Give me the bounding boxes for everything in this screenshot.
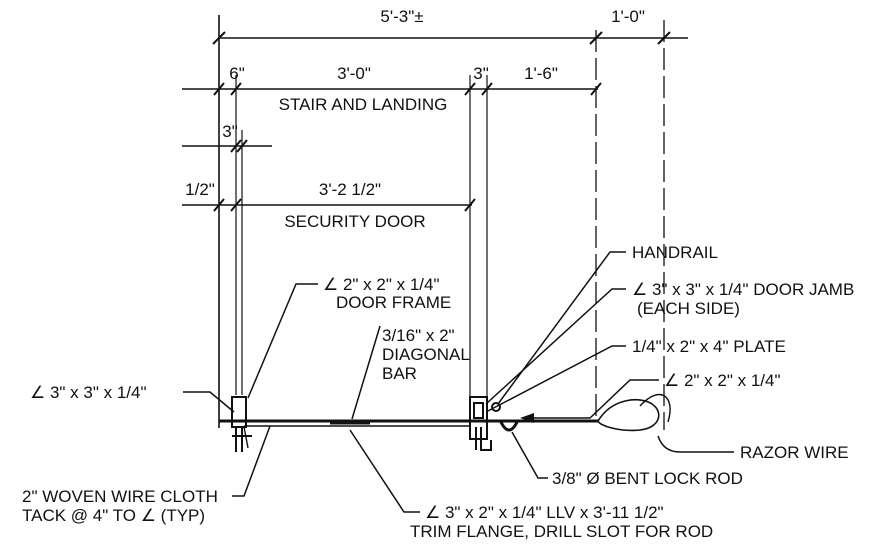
diag-bar-leader	[351, 325, 381, 420]
extension-lines	[218, 15, 665, 430]
plate-leader	[485, 345, 626, 413]
razor-wire-label: RAZOR WIRE	[740, 443, 849, 462]
right-offset-label: 1'-0"	[611, 7, 645, 26]
right-jamb-section	[469, 396, 488, 440]
razor-wire-leader	[657, 435, 734, 453]
tick	[230, 139, 242, 153]
bottom-angle-label-2: TRIM FLANGE, DRILL SLOT FOR ROD	[410, 522, 713, 541]
tick	[464, 82, 476, 96]
leader-lines	[183, 251, 734, 513]
handrail-label: HANDRAIL	[632, 243, 718, 262]
tick	[590, 82, 602, 96]
lock-rod-leader	[511, 431, 548, 479]
overall-width-label: 5'-3"±	[380, 7, 423, 26]
jamb-plate	[473, 402, 484, 419]
diag-bar-size-label: 3/16" x 2"	[382, 326, 455, 345]
tick	[589, 31, 603, 45]
left-angle-section	[231, 396, 247, 428]
left-angle-label: ∠ 3" x 3" x 1/4"	[30, 383, 147, 402]
razor-wire-coil	[597, 398, 660, 432]
tick	[230, 82, 242, 96]
door-caption: SECURITY DOOR	[284, 212, 425, 231]
frame-depth-dimension: 3"	[182, 122, 272, 153]
tick	[212, 31, 226, 45]
razor-wire-loop	[639, 393, 671, 423]
bottom-angle-label-1: ∠ 3" x 2" x 1/4" LLV x 3'-11 1/2"	[425, 503, 664, 522]
right-angle-arrow	[520, 413, 534, 423]
wire-cloth-label-2: TACK @ 4" TO ∠ (TYP)	[22, 506, 205, 525]
lock-rod-label: 3/8" Ø BENT LOCK ROD	[552, 469, 743, 488]
door-jamb-label: ∠ 3" x 3" x 1/4" DOOR JAMB	[632, 280, 854, 299]
tick	[464, 198, 476, 212]
callout-labels: ∠ 2" x 2" x 1/4" DOOR FRAME 3/16" x 2" D…	[22, 243, 854, 541]
tick	[657, 31, 671, 45]
wire-cloth-leader	[232, 425, 271, 497]
tick	[213, 198, 225, 212]
door-frame-leader	[247, 283, 318, 399]
left-frame-edge	[243, 426, 249, 449]
door-frame-name-label: DOOR FRAME	[336, 293, 451, 312]
handrail-leader	[497, 251, 626, 405]
tick	[213, 82, 225, 96]
right-angle-leader	[530, 379, 659, 419]
left-frame-section	[232, 427, 252, 452]
tick	[230, 198, 242, 212]
door-dimension: 1/2" 3'-2 1/2" SECURITY DOOR	[182, 180, 476, 231]
left-angle-leader	[183, 391, 235, 413]
overall-dimension: 5'-3"± 1'-0"	[212, 7, 688, 45]
stair-left-label: 6"	[229, 64, 245, 83]
door-jamb-note: (EACH SIDE)	[637, 299, 740, 318]
door-jamb-leader	[485, 288, 626, 405]
frame-depth-label: 3"	[222, 122, 238, 141]
stair-right-label: 1'-6"	[524, 64, 558, 83]
diag-bar-name-2: BAR	[382, 364, 417, 383]
handrail-section	[491, 402, 501, 412]
plate-label: 1/4" x 2" x 4" PLATE	[632, 337, 786, 356]
door-gap-label: 1/2"	[185, 180, 215, 199]
right-angle-label: ∠ 2" x 2" x 1/4"	[664, 371, 781, 390]
bottom-angle-leader	[349, 429, 420, 513]
stair-post-label: 3"	[473, 64, 489, 83]
tick	[481, 82, 493, 96]
stair-main-label: 3'-0"	[337, 64, 371, 83]
stair-caption: STAIR AND LANDING	[279, 95, 448, 114]
door-width-label: 3'-2 1/2"	[319, 180, 381, 199]
diag-bar-name-1: DIAGONAL	[382, 345, 470, 364]
plan-section	[219, 393, 671, 452]
wire-cloth-label-1: 2" WOVEN WIRE CLOTH	[22, 487, 218, 506]
post-section	[475, 427, 492, 451]
lock-rod-section	[498, 419, 520, 432]
tick	[236, 139, 248, 153]
door-frame-angle-label: ∠ 2" x 2" x 1/4"	[323, 275, 440, 294]
stair-dimension: 6" 3'-0" 3" 1'-6" STAIR AND LANDING	[182, 64, 602, 114]
